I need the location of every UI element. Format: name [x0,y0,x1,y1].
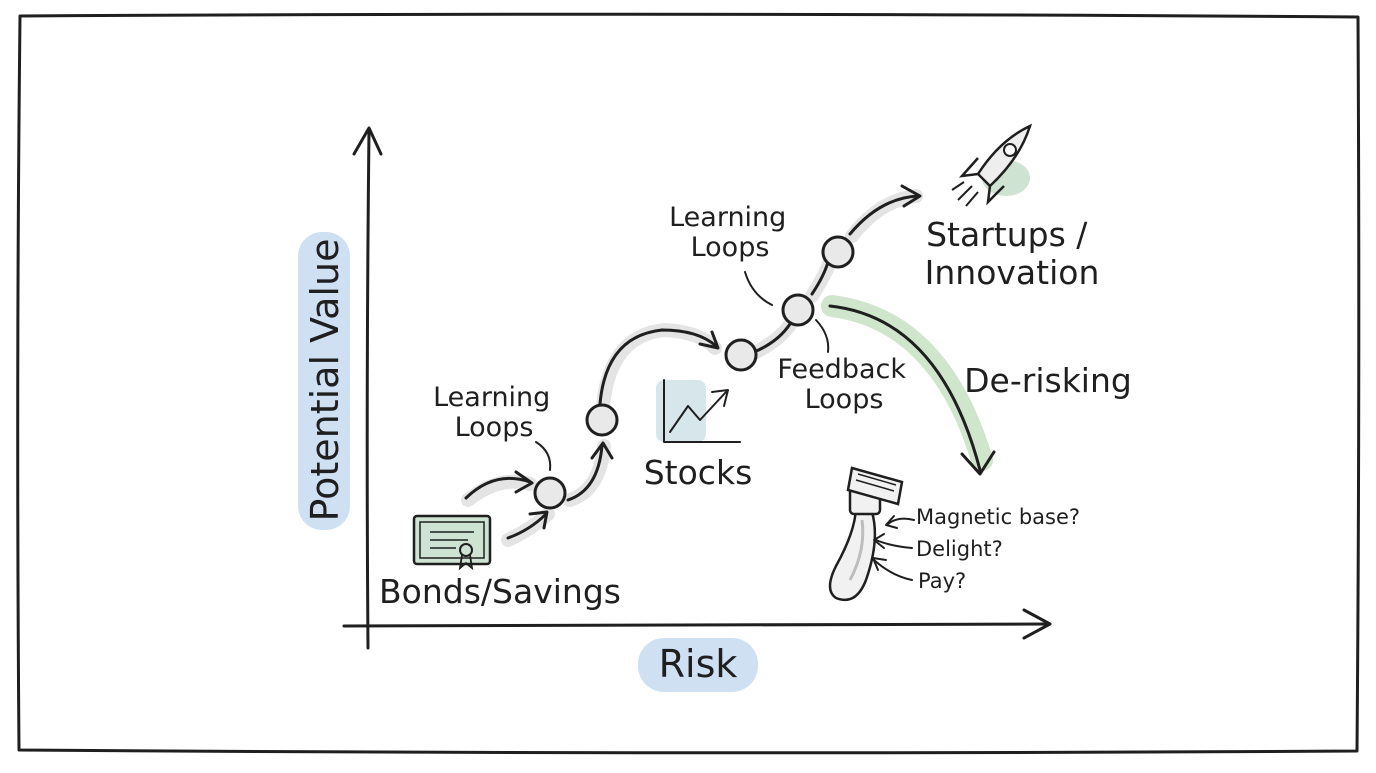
path-arrowhead [514,470,534,494]
path-arrowhead [900,184,922,208]
learning-loops-2-pointer [744,271,773,306]
learning-loops-1-label: Learning Loops [433,382,559,443]
learning-loops-1-pointer [535,441,552,471]
y-axis [365,128,371,650]
question-arrow [875,539,913,549]
x-axis-label: Risk [659,642,738,686]
bonds-savings-label: Bonds/Savings [379,572,621,611]
x-axis-highlight [638,638,758,692]
question-arrow [872,557,887,571]
stocks-label: Stocks [644,453,753,492]
question-magnetic-base: Magnetic base? [916,505,1080,529]
question-arrow [885,515,898,529]
razor-icon [828,466,904,602]
question-delight: Delight? [916,537,1003,561]
feedback-loops-label: Feedback Loops [777,354,914,415]
rocket-icon [951,123,1033,207]
question-arrow [873,559,913,581]
feedback-loops-pointer [815,319,830,353]
path-shadow [461,474,537,507]
path-arrow [464,476,532,500]
path-node [533,476,567,510]
x-axis-arrowhead [1022,608,1052,640]
y-axis-label: Potential Value [303,239,347,522]
path-arrow [506,512,548,540]
path-shadow [845,189,923,243]
path-arrow [598,328,718,406]
certificate-icon [412,514,492,571]
question-arrow [887,517,915,525]
x-axis [342,622,1050,628]
path-arrowhead [528,510,549,530]
stock-chart-icon [656,379,741,443]
y-axis-highlight [298,232,350,530]
learning-loops-2-label: Learning Loops [669,202,795,263]
path-arrow [752,322,792,354]
y-axis-arrowhead [352,126,383,156]
path-arrow [848,194,920,236]
path-node [585,403,619,437]
derisking-label: De-risking [964,361,1132,400]
question-arrow [873,533,885,549]
path-arrowhead [590,441,614,460]
path-arrowhead [698,330,720,350]
question-pay: Pay? [918,569,966,593]
derisk-arrowhead [960,450,996,476]
path-shadow [563,439,611,507]
derisk-arrow [828,304,982,472]
path-node [781,293,815,327]
path-node [724,338,758,372]
path-arrow [566,444,604,502]
startups-label: Startups / Innovation [925,215,1100,292]
frame-border [16,12,1361,755]
path-node [821,235,855,269]
